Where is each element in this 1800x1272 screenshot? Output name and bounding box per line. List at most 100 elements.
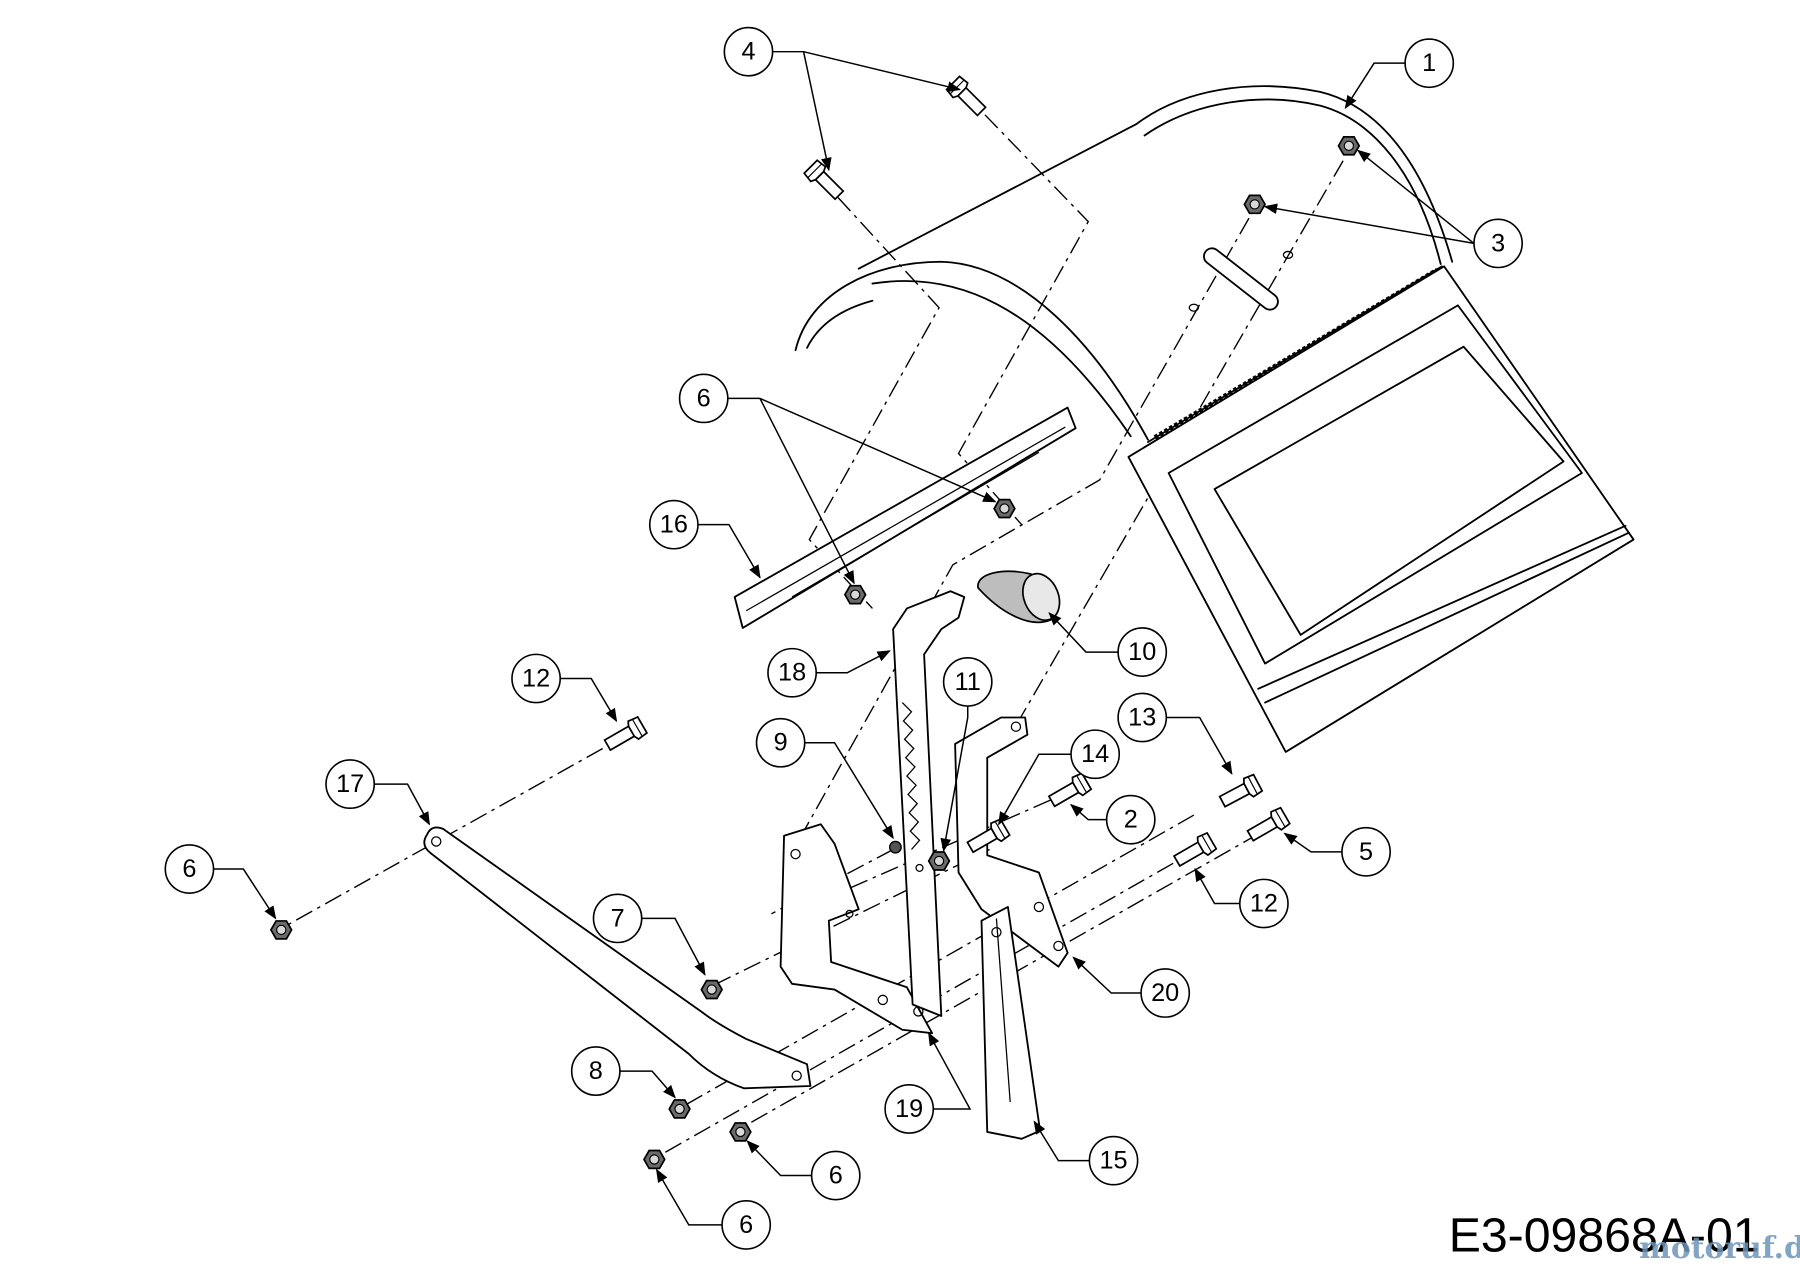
leader-line: [1033, 1120, 1090, 1162]
nut: [1337, 136, 1361, 156]
nut: [643, 1149, 666, 1170]
callout-circle: [767, 647, 818, 698]
leader-line: [1344, 62, 1406, 110]
callout-circle: [678, 373, 729, 424]
link-bar-hole: [431, 836, 442, 847]
nut: [668, 1099, 691, 1119]
bolt: [802, 158, 848, 204]
callout-circle: [721, 1199, 772, 1250]
callout-label: 8: [589, 1057, 603, 1085]
callout: 1: [1404, 38, 1455, 89]
callout-circle: [1070, 729, 1121, 780]
callout: 9: [755, 717, 806, 768]
flap-panel: [1127, 265, 1635, 753]
nut: [700, 979, 723, 1000]
callout-circle: [723, 26, 774, 77]
nut: [844, 584, 867, 605]
leader-line: [803, 50, 961, 92]
callout-circle: [884, 1084, 935, 1134]
callout-label: 10: [1128, 638, 1156, 666]
right-bracket-hole: [1033, 901, 1045, 913]
callout-circle: [942, 657, 993, 707]
callout-circle: [592, 893, 643, 944]
callout-circle: [1088, 1135, 1139, 1186]
support-leg-hole: [991, 926, 1002, 938]
callout-label: 11: [955, 668, 981, 696]
leader-line: [1072, 956, 1142, 994]
callout: 4: [723, 26, 774, 77]
lever-outline: [892, 590, 966, 1017]
left-bracket: [779, 823, 934, 1035]
callout: 6: [164, 844, 215, 894]
callout-label: 1: [1422, 49, 1436, 77]
leader-line: [560, 677, 618, 723]
callout: 8: [570, 1046, 621, 1096]
strip-outline: [733, 406, 1077, 629]
leader-line: [1166, 716, 1233, 775]
leader-line: [1070, 803, 1107, 821]
callout-label: 12: [522, 664, 550, 692]
callout-circle: [325, 759, 376, 809]
strip-bar: [733, 406, 1077, 629]
callout-label: 16: [660, 511, 688, 539]
leader-line: [1283, 832, 1342, 853]
bolt: [944, 74, 990, 120]
shield-front-rim: [871, 280, 1132, 438]
bolt: [1244, 805, 1292, 846]
leader-line: [1194, 867, 1240, 905]
callout: 3: [1473, 218, 1523, 269]
assembly-line: [800, 217, 1250, 837]
watermark-logo: motoruf.de: [1639, 1231, 1800, 1266]
right-bracket-hole: [1053, 940, 1064, 952]
callout: 6: [810, 1150, 861, 1201]
strip-edge: [745, 426, 1066, 612]
nut: [270, 920, 293, 940]
callout-circle: [1404, 38, 1455, 89]
leader-line: [940, 706, 969, 852]
callout-label: 2: [1124, 806, 1138, 834]
left-bracket-hole: [845, 909, 854, 918]
leader-line: [998, 753, 1072, 826]
callout: 2: [1105, 794, 1156, 845]
nut: [1243, 194, 1266, 215]
bolt: [1170, 831, 1218, 871]
callout: 11: [942, 657, 993, 707]
shield-hole: [1188, 303, 1200, 312]
callout-circle: [1238, 878, 1289, 929]
assembly-line: [686, 814, 1195, 1105]
callout-circle: [1117, 627, 1168, 677]
leader-line: [697, 523, 761, 579]
right-bracket-outline: [954, 716, 1069, 968]
callout: 19: [884, 1084, 935, 1134]
callout-label: 14: [1081, 740, 1109, 768]
callouts: 4 1 3 6 16 10 18 11 12 13 9 14 17 2 5 6 …: [164, 26, 1523, 1250]
nut: [927, 851, 951, 871]
callout-label: 20: [1151, 979, 1179, 1007]
callout: 14: [1070, 729, 1121, 780]
callout-label: 13: [1128, 704, 1156, 732]
callout: 12: [1238, 878, 1289, 929]
callout: 17: [325, 759, 376, 809]
bolt: [1045, 771, 1093, 812]
callout-label: 3: [1491, 229, 1505, 257]
strip-slot: [791, 451, 1040, 598]
callout: 15: [1088, 1135, 1139, 1186]
shield-back-arc-inner: [1143, 98, 1442, 265]
leader-line: [1356, 149, 1475, 244]
nut: [993, 498, 1016, 519]
leader-lines: [213, 50, 1475, 1226]
fasteners: [270, 74, 1361, 1170]
leader-line: [619, 1070, 676, 1099]
shield-hood: [794, 85, 1454, 443]
pin: [888, 840, 902, 854]
left-bracket-outline: [779, 823, 934, 1035]
callout-circle: [511, 653, 562, 704]
callout-label: 6: [739, 1211, 753, 1239]
bolt: [601, 715, 649, 755]
leader-line: [928, 1032, 972, 1110]
leader-line: [802, 51, 832, 172]
callout: 7: [592, 893, 643, 944]
callout-label: 6: [829, 1162, 843, 1190]
right-bracket: [954, 716, 1069, 968]
